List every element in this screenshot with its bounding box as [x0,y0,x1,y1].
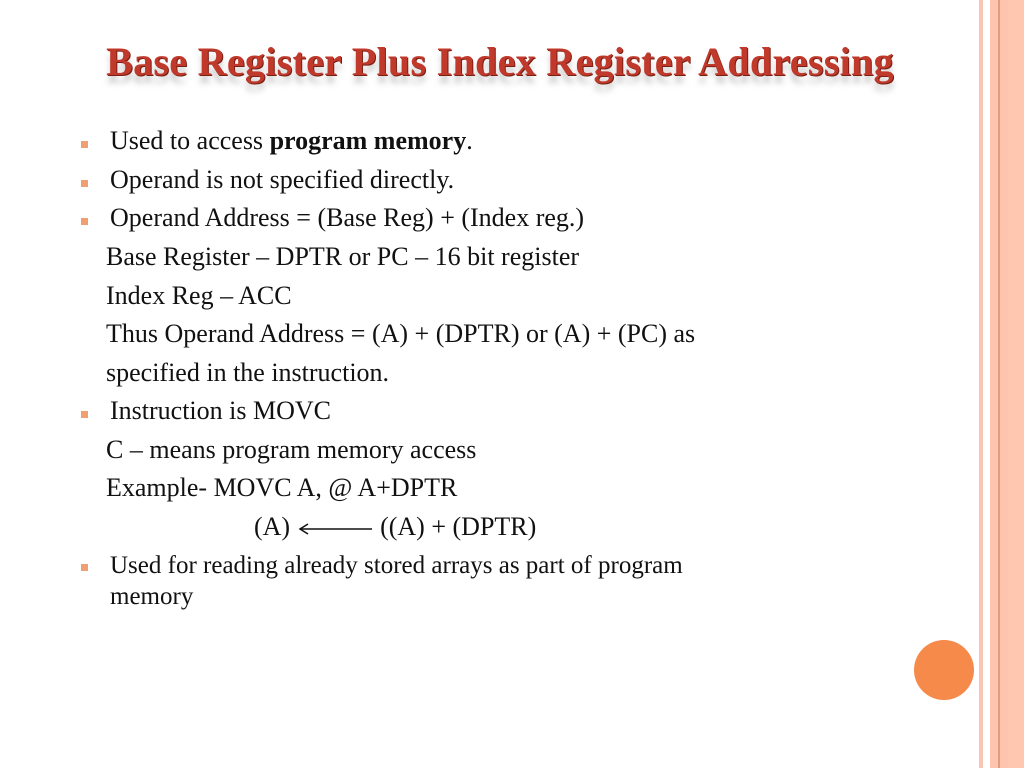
text-line: Base Register – DPTR or PC – 16 bit regi… [106,242,580,271]
text: (A) [254,512,291,541]
text-line: Example- MOVC A, @ A+DPTR [106,473,458,502]
bullet-text: Used for reading already stored arrays a… [110,552,683,579]
bullet-icon [81,180,88,187]
text-line: specified in the instruction. [106,358,390,387]
bullet-text: memory [110,583,194,610]
text: . [466,126,473,155]
text: ((A) + (DPTR) [380,512,537,541]
bullet-icon [81,564,88,571]
border-stripe [998,0,1000,768]
bullet-text: Instruction is MOVC [110,396,331,425]
slide-title: Base Register Plus Index Register Addres… [106,39,894,84]
bold-text: program memory [269,126,467,155]
text-line: Index Reg – ACC [106,281,292,310]
left-arrow-icon [298,523,373,535]
bullet-text: Operand is not specified directly. [110,165,455,194]
bullet-icon [81,218,88,225]
border-stripe [1008,0,1024,768]
bullet-text: Used to access program memory. [110,126,473,156]
text-line: (A) ((A) + (DPTR) [254,512,536,542]
text: Used to access [110,126,270,155]
text-line: Thus Operand Address = (A) + (DPTR) or (… [106,319,696,348]
bullet-text: Operand Address = (Base Reg) + (Index re… [110,203,585,232]
text-line: C – means program memory access [106,435,477,464]
bullet-icon [81,141,88,148]
border-stripe [979,0,983,768]
bullet-icon [81,411,88,418]
decorative-circle [914,640,974,700]
